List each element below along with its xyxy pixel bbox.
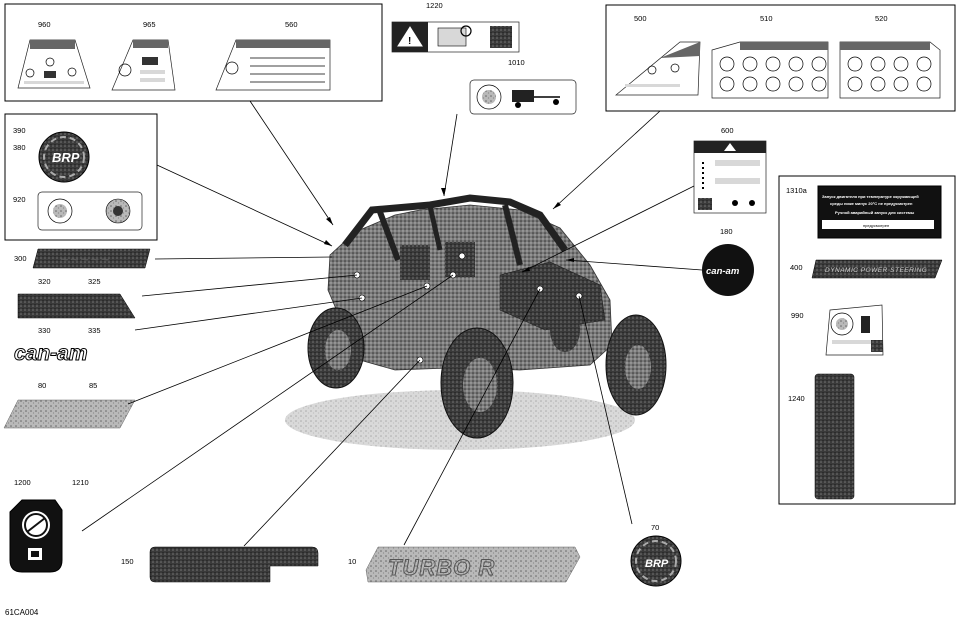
brp-logo-text-70: BRP (645, 558, 669, 570)
decal-510 (711, 41, 829, 99)
label-1010: 1010 (508, 58, 525, 67)
decal-920 (37, 191, 143, 231)
label-1220: 1220 (426, 1, 443, 10)
svg-text:!: ! (408, 36, 411, 47)
warning-line-2: среды ниже минус 20°С не предусмотрен (830, 201, 913, 206)
label-180: 180 (720, 227, 733, 236)
decal-960 (17, 39, 91, 89)
label-960: 960 (38, 20, 51, 29)
decal-300: ~~~~~ (32, 248, 151, 269)
label-1240: 1240 (788, 394, 805, 403)
decal-80-85 (3, 399, 136, 429)
label-325: 325 (88, 277, 101, 286)
decal-group-1310a-400-990-1240: 1310a Запуск двигателя при температуре о… (778, 175, 956, 505)
warning-line-1: Запуск двигателя при температуре окружаю… (822, 194, 919, 199)
svg-text:~~~~~: ~~~~~ (60, 251, 111, 267)
decal-1200-1210 (9, 499, 63, 573)
decal-group-390-380-920: 390 380 920 BRP (4, 113, 158, 241)
decal-330-335-can-am: can-am (14, 342, 89, 366)
warning-line-3: Ручной аварийный запуск для системы (835, 210, 915, 215)
label-390: 390 (13, 126, 26, 135)
decal-1010 (469, 79, 577, 115)
label-920: 920 (13, 195, 26, 204)
leader-lines (81, 100, 703, 547)
diagram-code: 61CA004 (5, 608, 39, 617)
decal-group-960-965-560: 960 965 560 (4, 3, 383, 102)
label-85: 85 (89, 381, 97, 390)
label-330: 330 (38, 326, 51, 335)
label-965: 965 (143, 20, 156, 29)
turbo-r-text: TURBO R (388, 555, 495, 580)
label-500: 500 (634, 14, 647, 23)
vehicle-illustration (285, 194, 667, 450)
decal-180-can-am: can-am (702, 244, 754, 296)
label-300: 300 (14, 254, 27, 263)
label-400: 400 (790, 263, 803, 272)
dynamic-power-steering-text: DYNAMIC POWER STEERING (825, 267, 927, 274)
decal-990 (825, 304, 884, 356)
can-am-black-text: can-am (706, 266, 740, 277)
decal-10-turbo-r: TURBO R (365, 546, 581, 583)
decal-560 (215, 39, 331, 91)
label-990: 990 (791, 311, 804, 320)
can-am-outline-text: can-am (14, 342, 88, 365)
decal-965 (111, 39, 176, 91)
brp-logo-text: BRP (52, 150, 80, 165)
label-560: 560 (285, 20, 298, 29)
decal-400: DYNAMIC POWER STEERING (811, 259, 943, 279)
decal-1240 (814, 373, 855, 500)
label-510: 510 (760, 14, 773, 23)
decal-70-brp-emblem: BRP (630, 535, 682, 587)
label-150: 150 (121, 557, 134, 566)
warning-line-4: предусмотрен (863, 223, 889, 228)
label-1200: 1200 (14, 478, 31, 487)
decal-320-325 (17, 293, 136, 319)
label-70: 70 (651, 523, 659, 532)
decal-group-500-510-520: 500 510 520 (605, 4, 956, 112)
decal-1310a-warning: Запуск двигателя при температуре окружаю… (817, 185, 942, 239)
decal-520 (839, 41, 941, 99)
label-335: 335 (88, 326, 101, 335)
label-1310a: 1310a (786, 186, 808, 195)
label-1210: 1210 (72, 478, 89, 487)
decal-1220: ! (391, 21, 520, 53)
label-600: 600 (721, 126, 734, 135)
decal-390-brp-emblem: BRP (38, 131, 90, 183)
label-80: 80 (38, 381, 46, 390)
decal-600 (693, 140, 767, 214)
decal-150 (149, 546, 319, 583)
label-520: 520 (875, 14, 888, 23)
label-10: 10 (348, 557, 356, 566)
label-320: 320 (38, 277, 51, 286)
decal-500 (615, 41, 701, 96)
label-380: 380 (13, 143, 26, 152)
